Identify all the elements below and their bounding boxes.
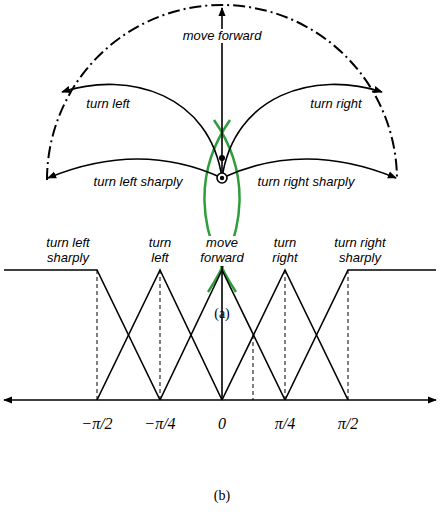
membership-label: turn right	[265, 236, 305, 266]
guide-lines	[97, 270, 348, 400]
right-arrow	[222, 84, 382, 178]
motion-label: turn right	[308, 97, 363, 112]
tick-label: −π/4	[144, 415, 175, 433]
subfigure-caption: (a)	[214, 306, 230, 322]
membership-functions	[4, 270, 436, 400]
motion-label: turn right sharply	[256, 175, 357, 190]
tick-label: π/4	[275, 415, 295, 433]
motion-arrows	[48, 8, 396, 178]
membership-label: move forward	[192, 236, 252, 266]
tick-label: 0	[218, 415, 226, 433]
guide-line	[285, 270, 286, 400]
membership-curve	[222, 270, 348, 400]
workspace-arc	[47, 5, 397, 180]
x-axis	[4, 399, 436, 401]
guide-line	[160, 270, 161, 400]
guide-line	[97, 270, 98, 400]
pivot-point	[220, 176, 224, 180]
motion-label: move forward	[181, 29, 264, 44]
left-arrow	[62, 84, 222, 178]
tick-label: π/2	[338, 415, 358, 433]
guide-line	[253, 335, 254, 400]
membership-curve	[285, 270, 436, 400]
subfigure-caption: (b)	[214, 488, 230, 504]
motion-label: turn left sharply	[92, 175, 185, 190]
membership-label: turn left	[140, 236, 180, 266]
guide-line	[348, 270, 349, 400]
tick-label: −π/2	[81, 415, 112, 433]
membership-label: turn right sharply	[318, 236, 402, 266]
membership-curve	[97, 270, 222, 400]
pivot-point	[217, 173, 227, 183]
motion-label: turn left	[84, 97, 131, 112]
head-dot	[219, 155, 225, 161]
y-axis	[221, 258, 223, 400]
membership-curve	[4, 270, 160, 400]
membership-label: turn left sharply	[28, 236, 108, 266]
membership-curve	[160, 270, 285, 400]
